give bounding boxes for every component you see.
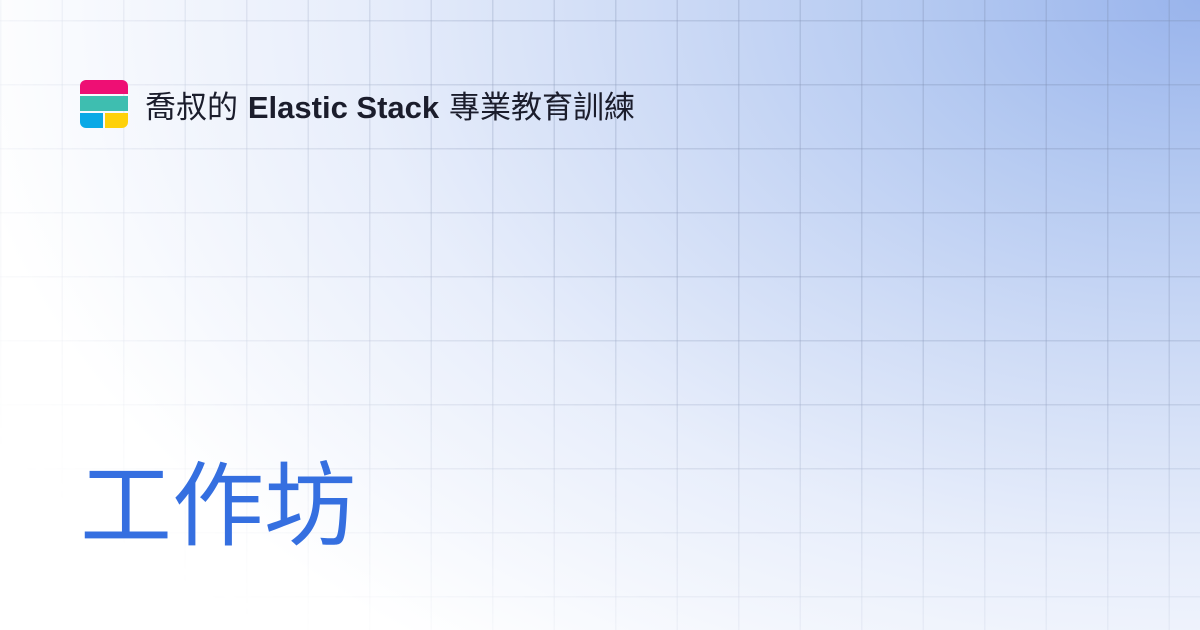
- logo-segment-top: [80, 80, 128, 94]
- stack-logo-icon: [80, 80, 128, 128]
- title-brand: Elastic Stack: [247, 89, 440, 125]
- title-prefix: 喬叔的: [145, 89, 248, 126]
- logo-segment-middle: [80, 96, 128, 111]
- logo-segment-bottom-right: [105, 113, 128, 128]
- header: 喬叔的 Elastic Stack 專業教育訓練: [80, 80, 635, 128]
- title-suffix: 專業教育訓練: [439, 89, 636, 126]
- site-title: 喬叔的 Elastic Stack 專業教育訓練: [145, 82, 635, 127]
- page-headline: 工作坊: [80, 453, 357, 560]
- logo-segment-bottom-left: [80, 113, 103, 128]
